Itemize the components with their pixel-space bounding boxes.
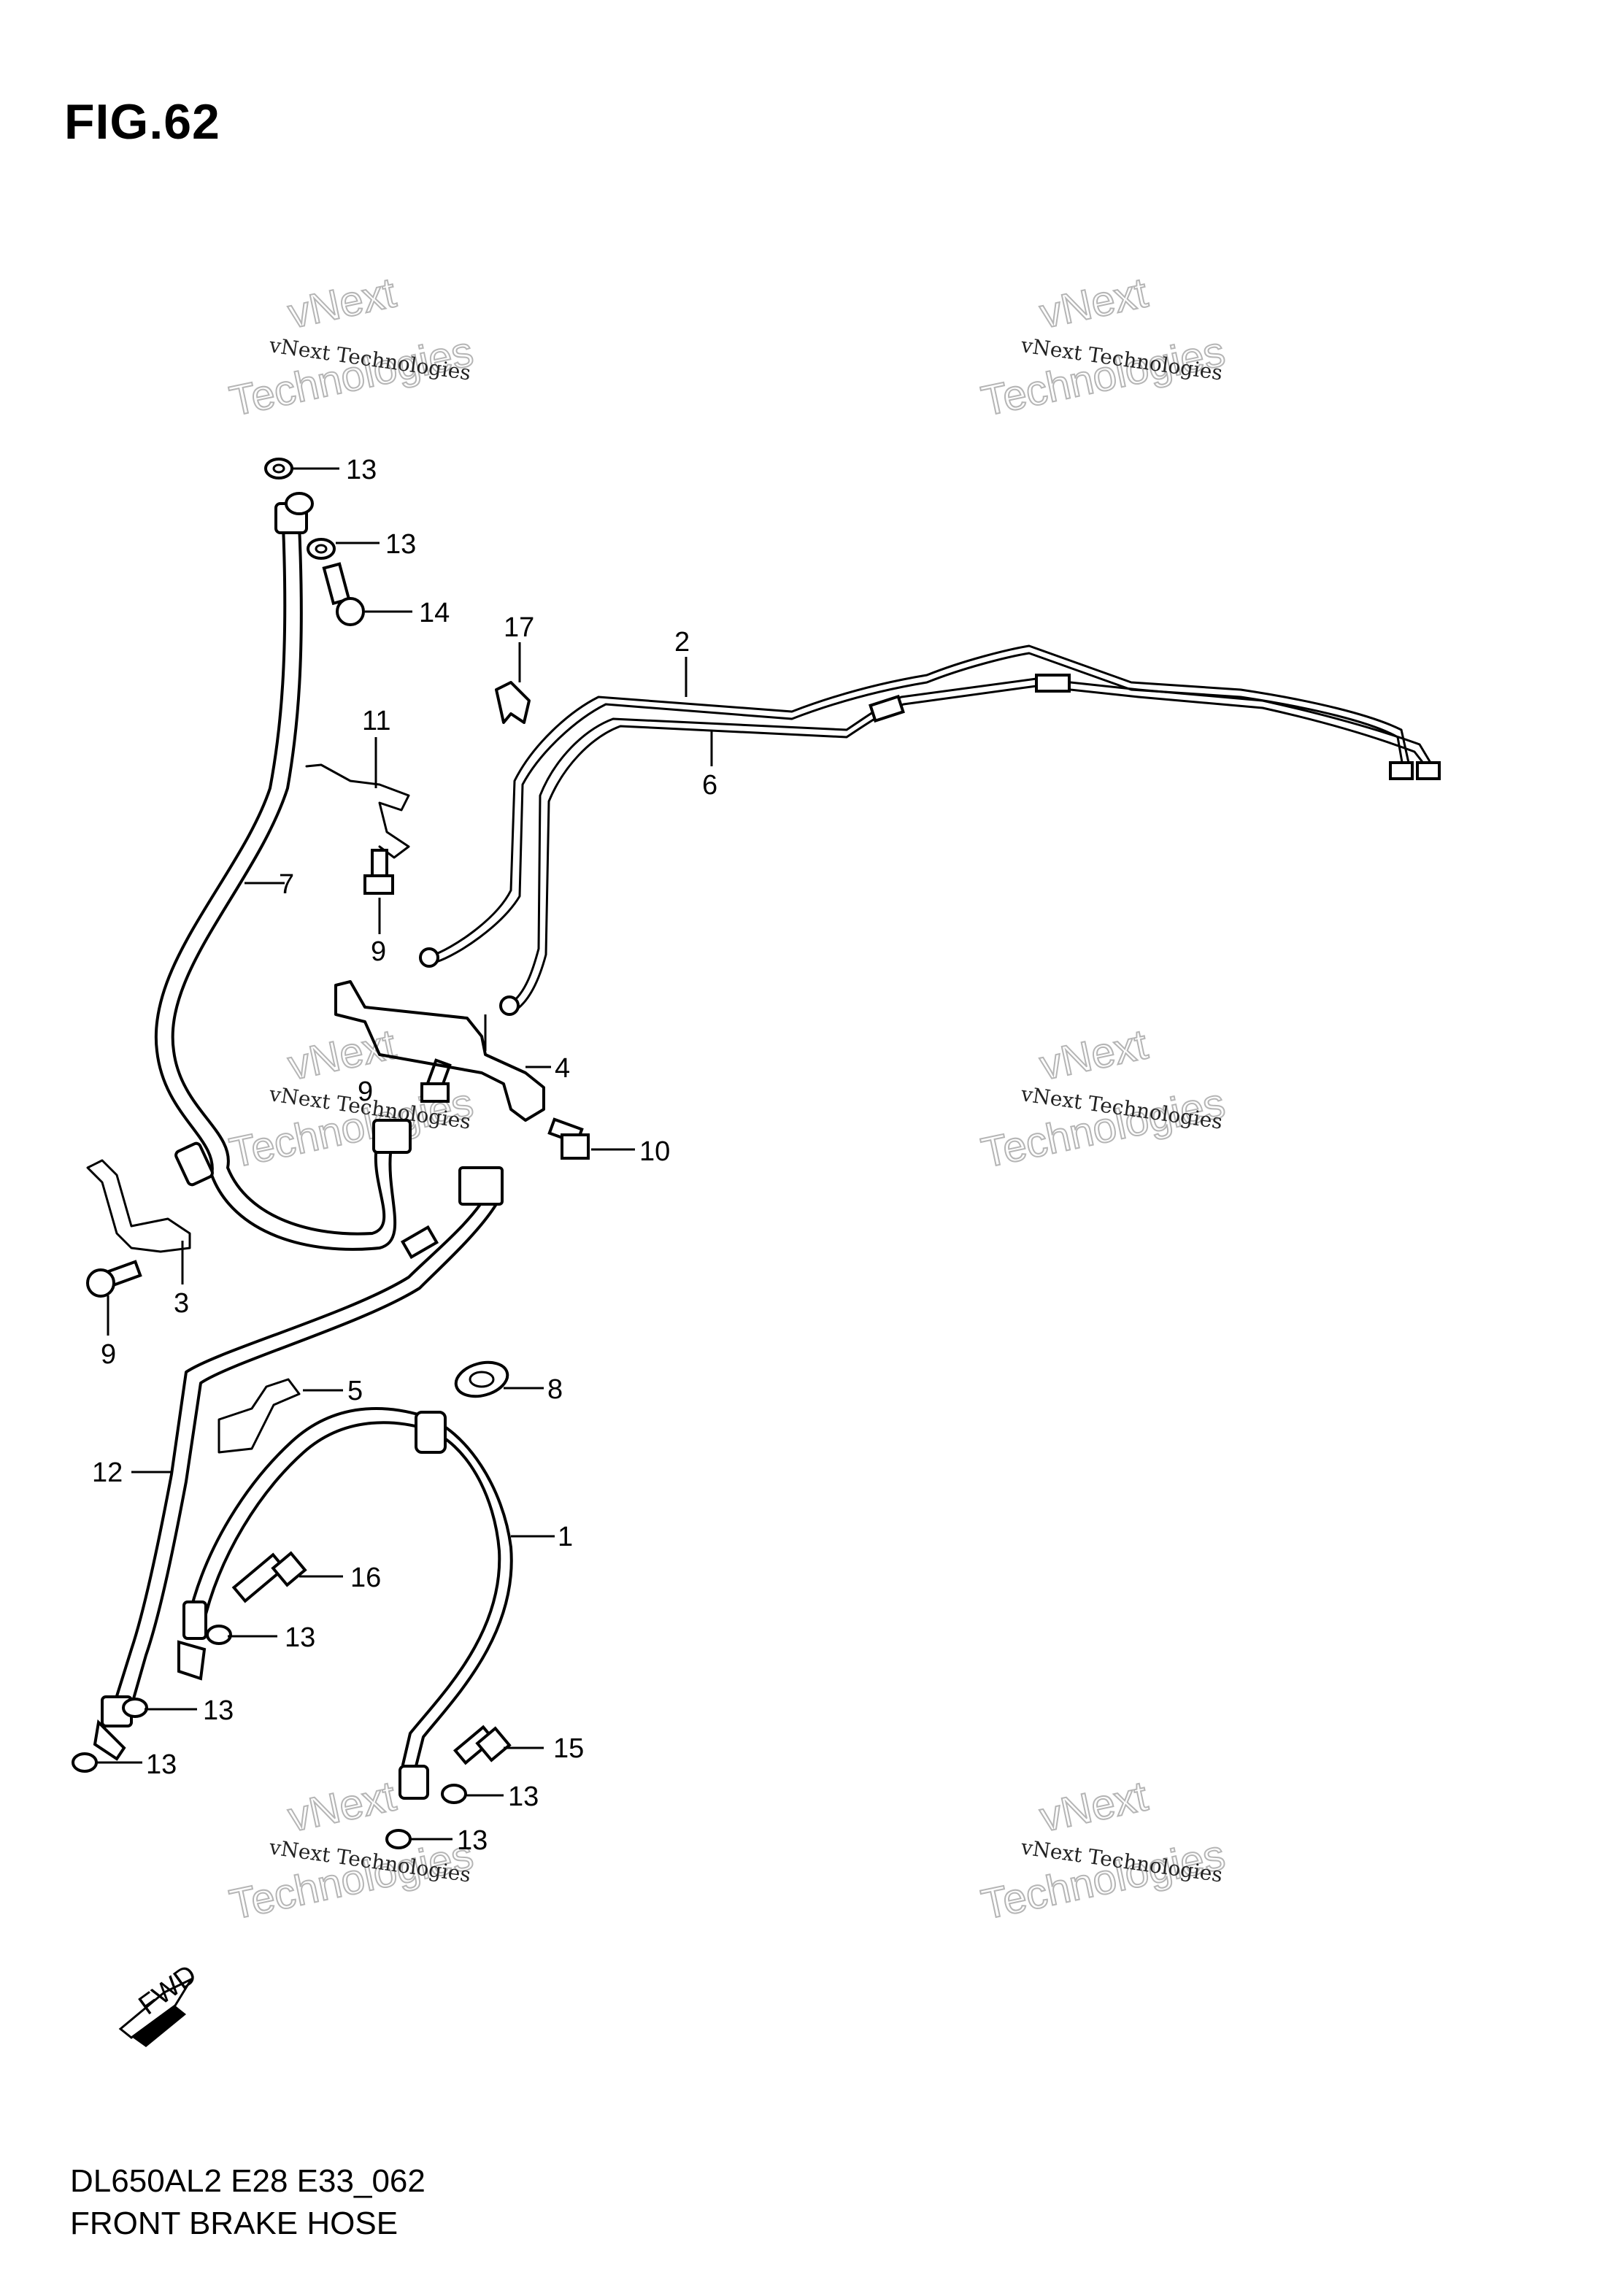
bracket-3 xyxy=(86,1159,191,1253)
callout-14: 14 xyxy=(419,598,450,628)
bolt-15 xyxy=(453,1725,512,1765)
bolt-14 xyxy=(322,562,365,626)
figure-title: FIG.62 xyxy=(64,94,220,150)
callout-6: 6 xyxy=(702,770,717,801)
washer-13-d xyxy=(122,1698,148,1718)
callout-11: 11 xyxy=(362,706,390,736)
hose-1 xyxy=(177,1407,513,1800)
washer-13-c xyxy=(206,1625,232,1645)
forward-direction-badge: FWD xyxy=(118,1959,202,2047)
callout-9-middle: 9 xyxy=(358,1076,373,1107)
callout-13-g: 13 xyxy=(457,1825,488,1856)
svg-text:vNext: vNext xyxy=(284,1772,400,1841)
callout-13-f: 13 xyxy=(508,1781,539,1812)
watermark-bottom-right: vNext Technologies vNext Technologies xyxy=(977,1771,1230,1929)
callout-13-e: 13 xyxy=(146,1749,177,1780)
callout-8: 8 xyxy=(547,1374,563,1405)
watermark-top-right: vNext Technologies vNext Technologies xyxy=(977,268,1230,425)
bolt-16 xyxy=(231,1551,307,1603)
callout-7: 7 xyxy=(279,869,294,900)
bolt-9-middle xyxy=(420,1058,452,1103)
callout-3: 3 xyxy=(174,1288,189,1319)
washer-13-f xyxy=(441,1784,467,1804)
svg-text:vNext: vNext xyxy=(284,269,400,337)
callout-13-d: 13 xyxy=(203,1695,234,1726)
callout-12: 12 xyxy=(92,1457,123,1488)
callout-17: 17 xyxy=(504,612,534,643)
callout-15: 15 xyxy=(553,1733,584,1764)
washer-13-g xyxy=(385,1829,412,1849)
bracket-4 xyxy=(334,980,545,1122)
diagram-name: FRONT BRAKE HOSE xyxy=(70,2206,398,2241)
callout-13-b: 13 xyxy=(385,529,416,560)
callout-2: 2 xyxy=(674,627,690,658)
washer-13-second xyxy=(307,538,336,560)
brake-pipe-6 xyxy=(499,674,1441,1016)
bolt-9-lower xyxy=(86,1260,142,1298)
leader-lines xyxy=(95,467,713,1841)
clamp-5 xyxy=(217,1378,301,1454)
callout-13-c: 13 xyxy=(285,1622,315,1653)
callout-9-lower: 9 xyxy=(101,1339,116,1370)
bolt-9-upper xyxy=(363,849,394,895)
callout-10: 10 xyxy=(639,1136,670,1167)
watermark-bottom-left: vNext Technologies vNext Technologies xyxy=(225,1771,478,1929)
diagram-code: DL650AL2 E28 E33_062 xyxy=(70,2163,426,2199)
watermark-mid-right: vNext Technologies vNext Technologies xyxy=(977,1020,1230,1177)
watermark-top-left: vNext Technologies vNext Technologies xyxy=(225,268,478,425)
svg-text:vNext: vNext xyxy=(1036,1772,1152,1841)
callout-4: 4 xyxy=(555,1053,570,1084)
part-7-upper-hose xyxy=(154,492,412,1251)
clamp-8 xyxy=(454,1360,509,1398)
svg-text:vNext: vNext xyxy=(1036,269,1152,337)
clamp-17 xyxy=(495,681,531,724)
bolt-10 xyxy=(547,1117,590,1160)
callout-9-upper: 9 xyxy=(371,936,386,967)
washer-13-e xyxy=(72,1752,98,1773)
callout-13-a: 13 xyxy=(346,455,377,485)
svg-text:vNext: vNext xyxy=(1036,1020,1152,1089)
bracket-11 xyxy=(305,763,410,859)
callout-1: 1 xyxy=(558,1522,573,1552)
callout-5: 5 xyxy=(347,1376,363,1406)
brake-pipe-2 xyxy=(419,644,1414,968)
hose-12 xyxy=(93,1166,504,1761)
callout-16: 16 xyxy=(350,1563,381,1593)
washer-13-top xyxy=(264,458,293,479)
